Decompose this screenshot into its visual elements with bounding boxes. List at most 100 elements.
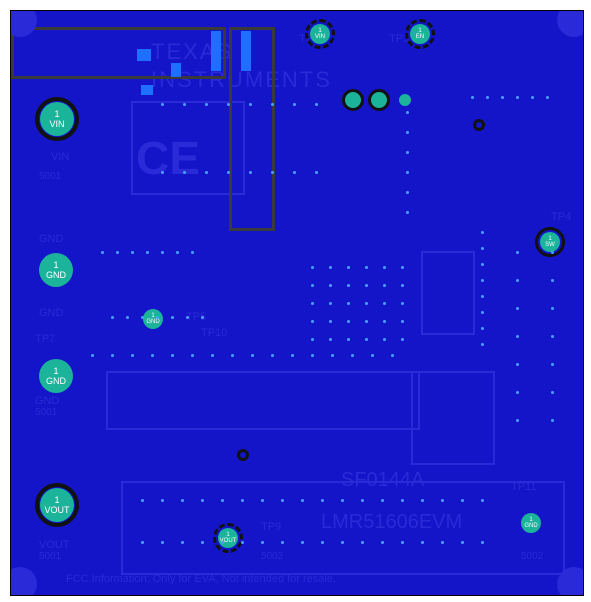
via (311, 284, 314, 287)
tp-gnd-small[interactable]: 1 GND (143, 309, 163, 329)
tp-ring-vout-bottom (213, 523, 243, 553)
silk-label-gnd-1: GND (39, 233, 64, 245)
via (271, 171, 274, 174)
via (315, 171, 318, 174)
via (111, 316, 114, 319)
via (321, 541, 324, 544)
via (146, 251, 149, 254)
via (301, 541, 304, 544)
silk-label-tp10: TP10 (201, 327, 228, 339)
via (186, 316, 189, 319)
tp-gnd-2[interactable]: 1 GND (39, 359, 73, 393)
via (481, 295, 484, 298)
via (365, 284, 368, 287)
tp-gnd-small-num: 1 (151, 312, 155, 319)
silk-fcc-note: FCC Information: Only for EVA, Not inten… (66, 573, 337, 585)
tp-vout-left[interactable]: 1 VOUT (40, 488, 74, 522)
tp-gnd-2-num: 1 (53, 365, 59, 376)
via (383, 266, 386, 269)
via (406, 151, 409, 154)
via (251, 354, 254, 357)
via (161, 499, 164, 502)
via (171, 354, 174, 357)
via (311, 302, 314, 305)
silk-label-tp5: TP5 (186, 311, 207, 323)
via (329, 302, 332, 305)
smd-pad-4 (211, 31, 221, 71)
tp-ring-sw (535, 227, 565, 257)
via (347, 266, 350, 269)
via (406, 191, 409, 194)
tp-vout-left-label: VOUT (44, 504, 70, 515)
via (361, 541, 364, 544)
via (249, 103, 252, 106)
via (161, 171, 164, 174)
via (231, 354, 234, 357)
via (501, 96, 504, 99)
via (551, 307, 554, 310)
via (441, 541, 444, 544)
via (516, 307, 519, 310)
via (201, 499, 204, 502)
silk-outline-1 (131, 101, 245, 195)
tp-en-top[interactable]: 1 EN (410, 24, 430, 44)
pad-black-2 (237, 449, 249, 461)
via (201, 316, 204, 319)
silk-label-vin: VIN (51, 151, 70, 163)
via (191, 354, 194, 357)
via (293, 103, 296, 106)
tp-sw-num: 1 (548, 235, 552, 242)
smd-pad-2 (171, 63, 181, 77)
via (205, 103, 208, 106)
pad-round-3 (399, 94, 411, 106)
via (126, 316, 129, 319)
tp-sw[interactable]: 1 SW (540, 232, 560, 252)
tp-vin-left-num: 1 (54, 108, 60, 119)
silk-label-tp3: TP3 (389, 33, 410, 45)
via (481, 327, 484, 330)
tp-vout-left-num: 1 (54, 494, 60, 505)
via (406, 211, 409, 214)
via (221, 499, 224, 502)
pcb-board: TEXAS INSTRUMENTS CE SF0144A LMR51606EVM… (10, 10, 584, 596)
via (371, 354, 374, 357)
via (141, 316, 144, 319)
tp-gnd-right[interactable]: 1 GND (521, 513, 541, 533)
smd-pad-5 (241, 31, 251, 71)
via (151, 354, 154, 357)
via (391, 354, 394, 357)
via (291, 354, 294, 357)
tp-vin-left[interactable]: 1 VIN (40, 102, 74, 136)
via (131, 251, 134, 254)
tp-en-top-num: 1 (418, 27, 422, 34)
tp-ring-vin-left (35, 97, 79, 141)
via (365, 338, 368, 341)
via (516, 279, 519, 282)
via (486, 96, 489, 99)
via (347, 320, 350, 323)
via (329, 284, 332, 287)
tp-gnd-1[interactable]: 1 GND (39, 253, 73, 287)
via (271, 354, 274, 357)
tp-gnd-1-num: 1 (53, 259, 59, 270)
silk-board-name: LMR51606EVM (321, 511, 463, 533)
via (516, 391, 519, 394)
via (131, 354, 134, 357)
via (481, 311, 484, 314)
via (161, 251, 164, 254)
via (461, 541, 464, 544)
silk-label-5001-c: 5001 (39, 551, 62, 562)
via (546, 96, 549, 99)
silk-label-tp11: TP11 (511, 481, 537, 493)
silk-outline-3 (121, 481, 565, 575)
pad-round-1 (342, 89, 364, 111)
via (311, 338, 314, 341)
tp-vout-bottom[interactable]: 1 VOUT (218, 528, 238, 548)
via (241, 499, 244, 502)
silk-label-5001-b: 5001 (35, 407, 58, 418)
via (516, 96, 519, 99)
tp-vin-top[interactable]: 1 VIN (310, 24, 330, 44)
via (181, 499, 184, 502)
via (271, 103, 274, 106)
via (249, 171, 252, 174)
